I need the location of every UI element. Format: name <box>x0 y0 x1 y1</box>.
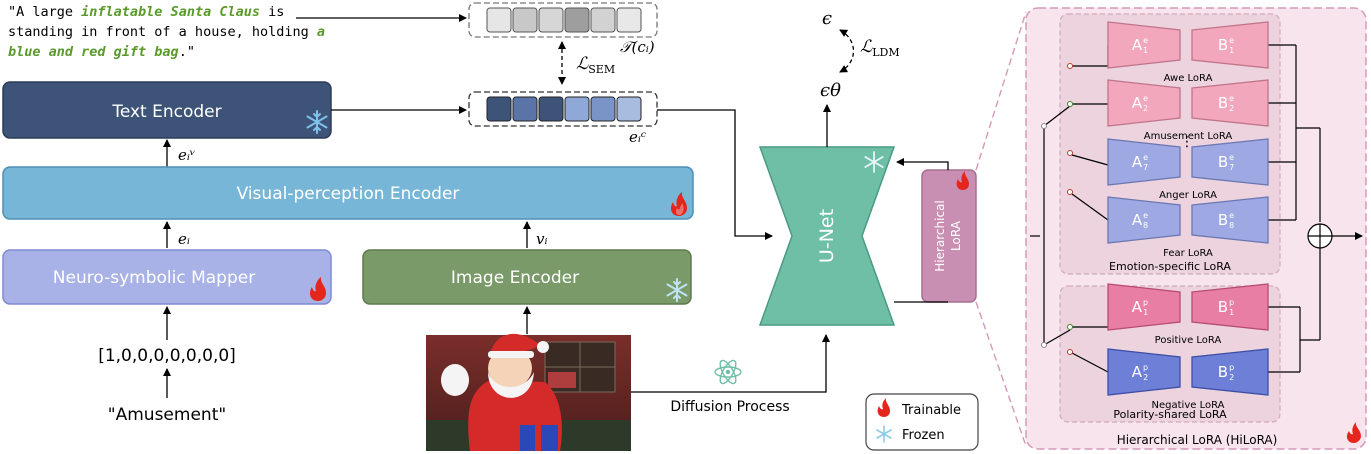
neuro-symbolic-mapper: Neuro-symbolic Mapper <box>2 249 332 305</box>
prompt-line-2: standing in front of a house, holding a <box>8 24 325 40</box>
emotion-group-label: Emotion-specific LoRA <box>1109 260 1231 273</box>
polarity-group-label: Polarity-shared LoRA <box>1113 408 1227 421</box>
zoom-line-bottom <box>975 301 1027 447</box>
eps-theta-label: ϵθ <box>820 80 841 101</box>
l-ldm-label: ℒLDM <box>860 37 900 59</box>
v-i-label: vᵢ <box>536 230 548 248</box>
hierarchical-lora-block: Hierarchical LoRA <box>921 169 977 303</box>
switch-dots <box>1041 63 1073 355</box>
lora-name: Anger LoRA <box>1159 190 1217 201</box>
lora-b-matrix <box>1191 196 1269 244</box>
sum-node <box>1307 223 1333 249</box>
lora-b-matrix <box>1191 79 1269 127</box>
lora-name: Fear LoRA <box>1163 248 1213 259</box>
emotion-vector: [1,0,0,0,0,0,0,0] <box>98 346 236 366</box>
snowflake-icon <box>666 278 688 302</box>
eps-label: ϵ <box>822 8 832 29</box>
diffusion-label: Diffusion Process <box>670 399 789 415</box>
visual-encoder-label: Visual-perception Encoder <box>237 184 460 204</box>
unet-label: U-Net <box>816 209 838 263</box>
legend: Trainable Frozen <box>865 393 979 451</box>
t-ci-label: 𝒯(cᵢ) <box>620 38 655 56</box>
snowflake-icon <box>864 151 884 173</box>
target-token-box <box>468 2 658 38</box>
lora-a-matrix <box>1107 196 1181 244</box>
hilora-wiring <box>1030 44 1363 373</box>
lora-a-matrix <box>1107 21 1181 69</box>
l-sem-label: ℒSEM <box>576 54 615 76</box>
lora-b-matrix <box>1191 21 1269 69</box>
l-ldm-arrow <box>839 29 855 73</box>
ellipsis-dots: ⋮ <box>1180 134 1194 150</box>
zoom-line-top <box>975 11 1027 171</box>
e-i-label: eᵢ <box>178 230 190 248</box>
hier-lora-label-2: LoRA <box>949 220 963 251</box>
lora-b-matrix <box>1191 138 1269 186</box>
lora-name: Amusement LoRA <box>1144 131 1233 142</box>
lora-name: Awe LoRA <box>1164 73 1213 84</box>
prompt-line-3: blue and red gift bag." <box>8 44 195 60</box>
flame-icon <box>310 277 326 301</box>
embedding-to-unet-arrow <box>657 109 773 240</box>
lora-b-matrix <box>1191 348 1269 396</box>
diffusion-arrow <box>631 334 830 393</box>
visual-perception-encoder: Visual-perception Encoder <box>2 166 694 220</box>
santa-claus-image <box>426 333 631 451</box>
flame-icon <box>671 192 687 216</box>
legend-trainable: Trainable <box>901 403 961 418</box>
lora-name: Negative LoRA <box>1152 400 1225 411</box>
legend-frozen: Frozen <box>902 428 945 443</box>
flame-icon <box>956 171 969 190</box>
flame-icon <box>1346 422 1361 443</box>
unet: U-Net <box>758 146 896 326</box>
hilora-title: Hierarchical LoRA (HiLoRA) <box>1117 433 1278 447</box>
text-encoder-label: Text Encoder <box>111 102 221 122</box>
lora-a-matrix <box>1107 348 1181 396</box>
lora-a-matrix <box>1107 283 1181 331</box>
e-i-v-label: eᵢᵛ <box>178 146 195 164</box>
e-i-c-label: eᵢᶜ <box>629 128 646 146</box>
atom-icon <box>714 359 742 385</box>
lora-top-connector <box>922 161 949 170</box>
snowflake-icon <box>306 110 328 134</box>
prompt-line-1: "A large inflatable Santa Claus is <box>8 4 284 20</box>
lora-a-matrix <box>1107 138 1181 186</box>
embedding-token-box <box>468 91 658 127</box>
snowflake-icon <box>876 425 892 443</box>
image-encoder: Image Encoder <box>362 249 692 305</box>
flame-icon <box>877 398 890 417</box>
lora-a-matrix <box>1107 79 1181 127</box>
emotion-word: "Amusement" <box>108 405 226 425</box>
image-encoder-label: Image Encoder <box>451 268 579 288</box>
lora-b-matrix <box>1191 283 1269 331</box>
lora-name: Positive LoRA <box>1155 335 1222 346</box>
hier-lora-label-1: Hierarchical <box>933 200 947 272</box>
mapper-label: Neuro-symbolic Mapper <box>53 268 255 288</box>
text-encoder: Text Encoder <box>2 81 332 139</box>
